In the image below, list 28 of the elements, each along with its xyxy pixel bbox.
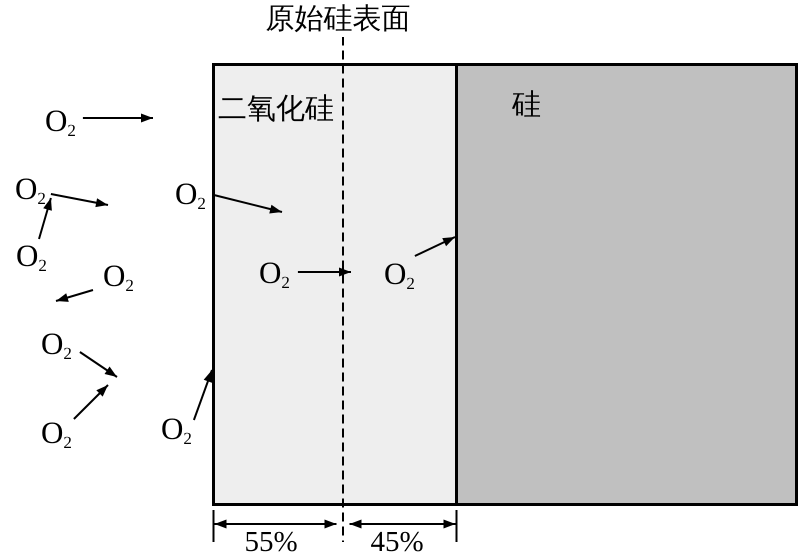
arrow	[73, 384, 109, 420]
leader-line	[342, 37, 344, 542]
dimension-label: 45%	[370, 528, 424, 557]
region-label: 二氧化硅	[218, 95, 334, 124]
region-label: 硅	[512, 91, 541, 120]
arrow	[38, 198, 52, 240]
arrow	[79, 351, 118, 378]
arrow	[414, 236, 456, 257]
arrow	[50, 193, 108, 208]
formula-label: O$_{2}$	[161, 413, 192, 444]
arrow	[214, 194, 282, 214]
formula-label: O$_{2}$	[259, 257, 290, 288]
arrow	[192, 370, 213, 420]
formula-label: O$_{2}$	[175, 178, 206, 209]
formula-label: O$_{2}$	[103, 260, 134, 291]
formula-label: O$_{2}$	[15, 173, 46, 204]
formula-label: O$_{2}$	[41, 417, 72, 448]
formula-label: O$_{2}$	[16, 240, 47, 271]
arrow	[56, 289, 94, 302]
substrate-block	[458, 63, 798, 506]
arrow	[298, 268, 351, 276]
formula-label: O$_{2}$	[41, 328, 72, 359]
arrow	[82, 114, 153, 122]
formula-label: O$_{2}$	[45, 105, 76, 136]
dimension-label: 55%	[244, 528, 298, 557]
line-label: 原始硅表面	[266, 5, 410, 34]
oxide-layer	[212, 63, 458, 506]
formula-label: O$_{2}$	[384, 258, 415, 289]
